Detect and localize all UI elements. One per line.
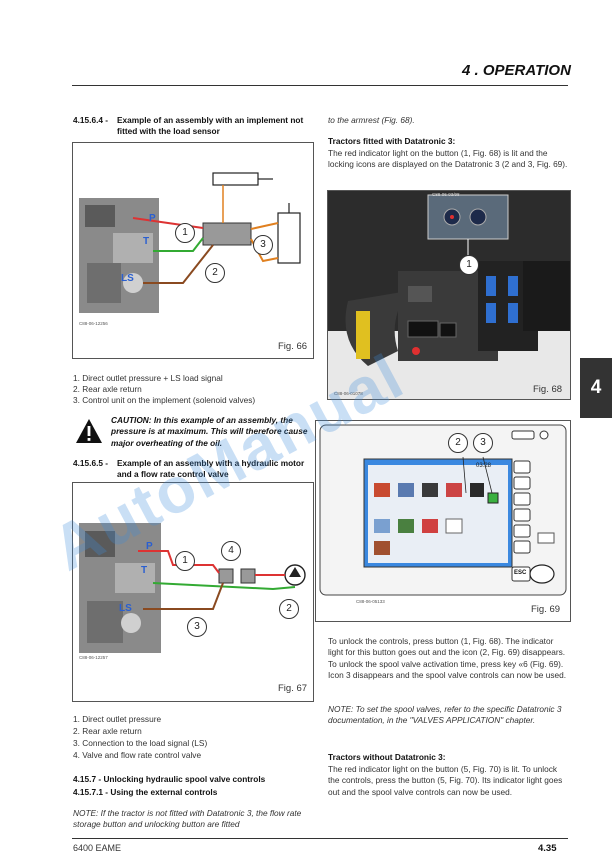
esc-label: ESC — [514, 570, 527, 576]
heading-4-15-6-4-number: 4.15.6.4 - — [73, 115, 109, 125]
valve-icon — [218, 568, 234, 584]
chapter-tab: 4 — [580, 358, 612, 418]
softkey-button — [513, 508, 531, 522]
note-external-controls: NOTE: If the tractor is not fitted with … — [73, 808, 302, 830]
list-item: 3. Control unit on the implement (soleno… — [73, 395, 256, 405]
callout-1: 1 — [175, 223, 195, 243]
button-inset — [427, 194, 509, 240]
footer-model: 6400 EAME — [73, 843, 122, 853]
label-p: P — [149, 213, 156, 224]
return-line — [152, 582, 296, 591]
callout-4: 4 — [221, 541, 241, 561]
figure-67: P T LS 1 2 3 4 C88-06-12257 Fig. 67 — [72, 482, 314, 702]
figure-68: C88-06-03/98 1 C88-06-01078 Fig. 68 — [327, 190, 571, 400]
pressure-line — [138, 550, 220, 574]
header-rule — [72, 85, 568, 86]
list-item: 2. Rear axle return — [73, 726, 142, 736]
softkey-button — [513, 460, 531, 474]
list-item: 1. Direct outlet pressure + LS load sign… — [73, 373, 223, 383]
heading-4-15-6-4-title: Example of an assembly with an implement… — [117, 115, 304, 137]
list-item: 2. Rear axle return — [73, 384, 142, 394]
figure-68-code: C88-06-01078 — [334, 391, 363, 396]
callout-2: 2 — [205, 263, 225, 283]
list-item: 3. Connection to the load signal (LS) — [73, 738, 208, 748]
return-line — [153, 237, 204, 252]
blue-lever — [508, 276, 518, 296]
figure-66: P T LS 1 2 3 C88-06-12256 Fig. 66 — [72, 142, 314, 359]
paragraph-without-datatronic-3: The red indicator light on the button (5… — [328, 764, 563, 797]
continued-text: to the armrest (Fig. 68). — [328, 115, 415, 125]
heading-4-15-7: 4.15.7 - Unlocking hydraulic spool valve… — [73, 774, 266, 784]
softkey-button — [513, 492, 531, 506]
figure-68-caption: Fig. 68 — [533, 384, 563, 395]
figure-67-illustration — [79, 523, 306, 653]
footer-rule — [72, 838, 568, 839]
figure-66-code: C88-06-12256 — [79, 321, 108, 326]
blue-lever — [508, 303, 518, 323]
ls-line — [143, 244, 214, 284]
lock-icon — [487, 492, 499, 504]
softkey-button — [513, 540, 531, 554]
list-item: 1. Direct outlet pressure — [73, 714, 162, 724]
label-t: T — [143, 236, 150, 247]
paragraph-unlock: To unlock the controls, press button (1,… — [328, 636, 566, 681]
callout-1: 1 — [459, 255, 479, 275]
cylinder-icon — [212, 172, 259, 186]
clock-readout: 03:28 — [476, 463, 492, 469]
paragraph-datatronic-3: The red indicator light on the button (1… — [328, 148, 568, 170]
figure-69: 2 3 03:28 ESC C88-06-05133 Fig. 69 — [315, 420, 571, 622]
yellow-handle — [356, 311, 370, 359]
figure-69-code: C88-06-05133 — [356, 599, 385, 604]
callout-1: 1 — [175, 551, 195, 571]
callout-2: 2 — [279, 599, 299, 619]
blue-lever — [486, 276, 496, 296]
label-t: T — [141, 565, 148, 576]
note-spool-valves: NOTE: To set the spool valves, refer to … — [328, 704, 562, 726]
callout-3: 3 — [253, 235, 273, 255]
blue-lever — [486, 303, 496, 323]
callout-3: 3 — [187, 617, 207, 637]
caution-text: CAUTION: In this example of an assembly,… — [111, 415, 308, 448]
section-title: 4 . OPERATION — [462, 62, 571, 79]
callout-3: 3 — [473, 433, 493, 453]
figure-68-photo — [328, 191, 570, 399]
figure-67-code: C88-06-12257 — [79, 655, 108, 660]
heading-4-15-6-5-title: Example of an assembly with a hydraulic … — [117, 458, 305, 480]
figure-66-illustration — [79, 172, 301, 313]
list-item: 4. Valve and flow rate control valve — [73, 750, 202, 760]
valve-line-a — [250, 222, 279, 230]
ls-line — [143, 582, 224, 610]
heading-without-datatronic-3: Tractors without Datatronic 3: — [328, 752, 446, 762]
heading-4-15-6-5-number: 4.15.6.5 - — [73, 458, 109, 468]
softkey-button — [513, 524, 531, 538]
cylinder-vertical-icon — [277, 212, 301, 264]
heading-datatronic-3: Tractors fitted with Datatronic 3: — [328, 136, 456, 146]
label-ls: LS — [121, 273, 134, 284]
flow-control-icon — [240, 568, 256, 584]
figure-68-inset-code: C88-06-03/98 — [432, 192, 460, 197]
label-ls: LS — [119, 603, 132, 614]
heading-4-15-7-1: 4.15.7.1 - Using the external controls — [73, 787, 218, 797]
solenoid-valve-block — [202, 222, 252, 246]
figure-69-caption: Fig. 69 — [531, 604, 561, 615]
label-p: P — [146, 541, 153, 552]
page-number: 4.35 — [538, 843, 557, 854]
warning-icon — [76, 419, 102, 443]
figure-69-display — [319, 424, 567, 596]
figure-67-caption: Fig. 67 — [278, 683, 308, 694]
softkey-button — [513, 476, 531, 490]
figure-66-caption: Fig. 66 — [278, 341, 308, 352]
callout-2: 2 — [448, 433, 468, 453]
